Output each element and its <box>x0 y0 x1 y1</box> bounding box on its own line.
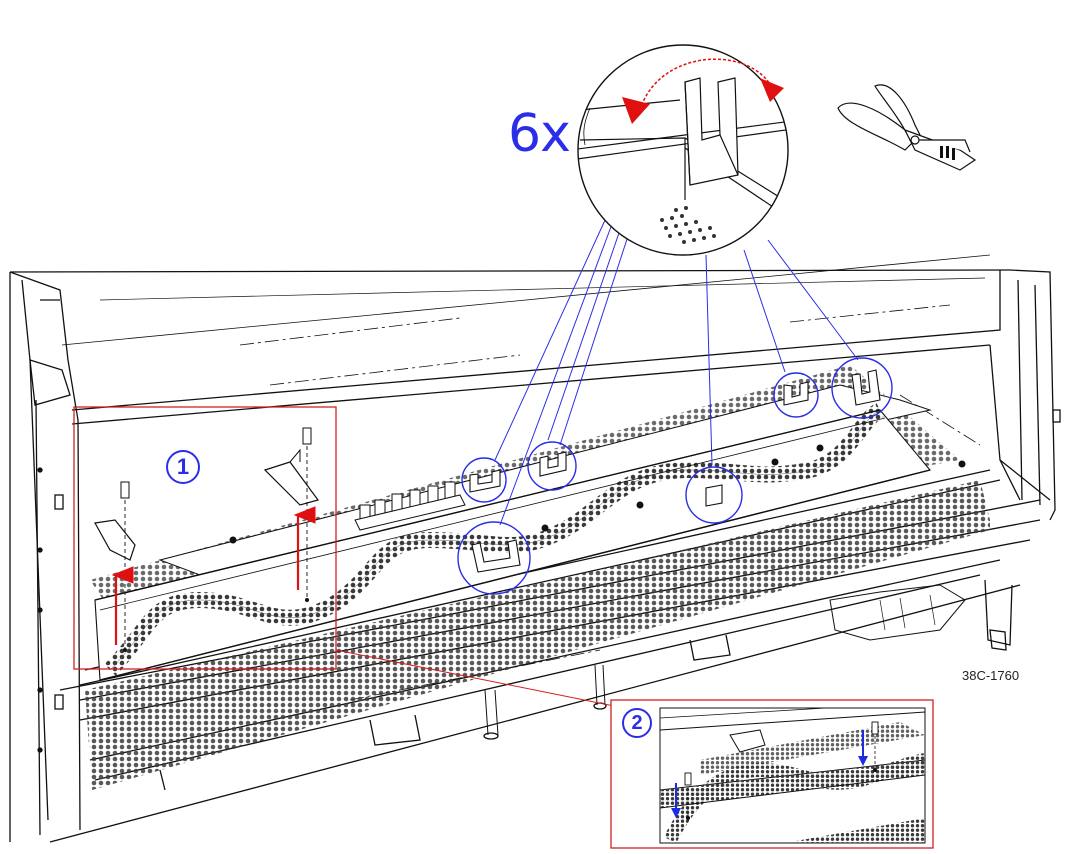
pliers-icon <box>837 84 977 171</box>
burner-tray <box>85 365 990 790</box>
step-2-badge: 2 <box>622 708 652 738</box>
step-2-inset <box>335 649 934 849</box>
callout-circles <box>457 357 893 595</box>
callout-circle <box>461 457 507 503</box>
step-1-region <box>73 406 337 670</box>
callout-circle <box>527 441 577 491</box>
step-1-badge: 1 <box>166 450 200 484</box>
callout-circle <box>457 521 531 595</box>
drawing-reference-code: 38C-1760 <box>962 668 1020 683</box>
bend-rotate-arrows-icon <box>622 58 784 124</box>
quantity-label: 6x <box>508 104 571 164</box>
callout-circle <box>685 466 743 524</box>
callout-leaders <box>494 217 859 526</box>
callout-circle <box>831 357 893 419</box>
magnified-detail <box>577 44 789 256</box>
callout-circle <box>773 372 819 418</box>
fasten-arrow <box>858 730 868 766</box>
fasten-arrow <box>671 783 681 818</box>
bend-tabs <box>469 369 881 573</box>
